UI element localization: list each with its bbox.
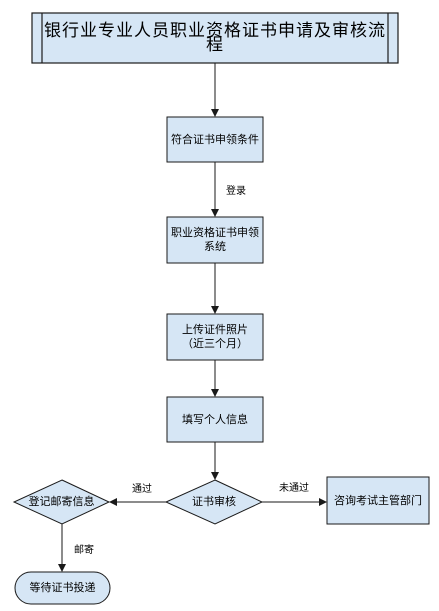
terminal-wait-shape xyxy=(14,571,111,605)
step-upload-box xyxy=(166,313,264,361)
page-title: 银行业专业人员职业资格证书申请及审核流程 xyxy=(44,21,386,55)
step-fill-box xyxy=(166,396,264,443)
decision-review-shape xyxy=(164,479,264,525)
terminal-wait: 等待证书投递 xyxy=(29,581,96,594)
decision-register: 登记邮寄信息 xyxy=(28,495,95,508)
step-consult: 咨询考试主管部门 xyxy=(334,493,422,507)
step-system-box xyxy=(166,216,264,264)
step-conditions-box xyxy=(166,116,264,163)
step-consult-box xyxy=(326,476,430,525)
step-conditions: 符合证书申领条件 xyxy=(171,132,259,146)
step-fill: 填写个人信息 xyxy=(182,412,248,426)
title-box xyxy=(31,12,399,64)
edge-label-mail: 邮寄 xyxy=(74,545,94,556)
step-system: 职业资格证书申领 系统 xyxy=(171,226,259,253)
edge-label-failed: 未通过 xyxy=(279,483,309,494)
edge-label-login: 登录 xyxy=(226,186,246,197)
step-upload: 上传证件照片 （近三个月） xyxy=(182,323,248,350)
decision-review: 证书审核 xyxy=(192,495,236,508)
edge-label-passed: 通过 xyxy=(132,484,152,495)
